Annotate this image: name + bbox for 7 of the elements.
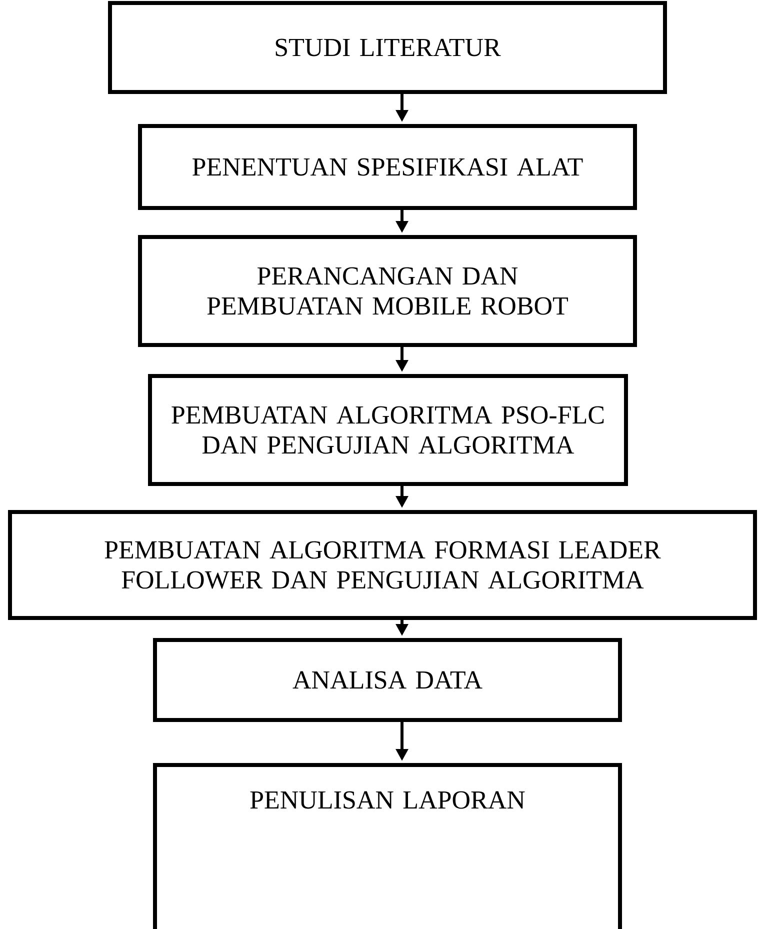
process-box: PEMBUATAN ALGORITMA FORMASI LEADER FOLLOWER DAN PENGUJIAN ALGORITMA	[8, 510, 757, 620]
process-box: PEMBUATAN ALGORITMA PSO-FLC DAN PENGUJIAN ALGORITMA	[148, 374, 628, 486]
process-box: PENULISAN LAPORAN	[153, 763, 622, 929]
process-box: ANALISA DATA	[153, 638, 622, 722]
process-box: PENENTUAN SPESIFIKASI ALAT	[138, 124, 637, 210]
process-box: PERANCANGAN DAN PEMBUATAN MOBILE ROBOT	[138, 235, 637, 347]
process-box: STUDI LITERATUR	[108, 1, 667, 94]
